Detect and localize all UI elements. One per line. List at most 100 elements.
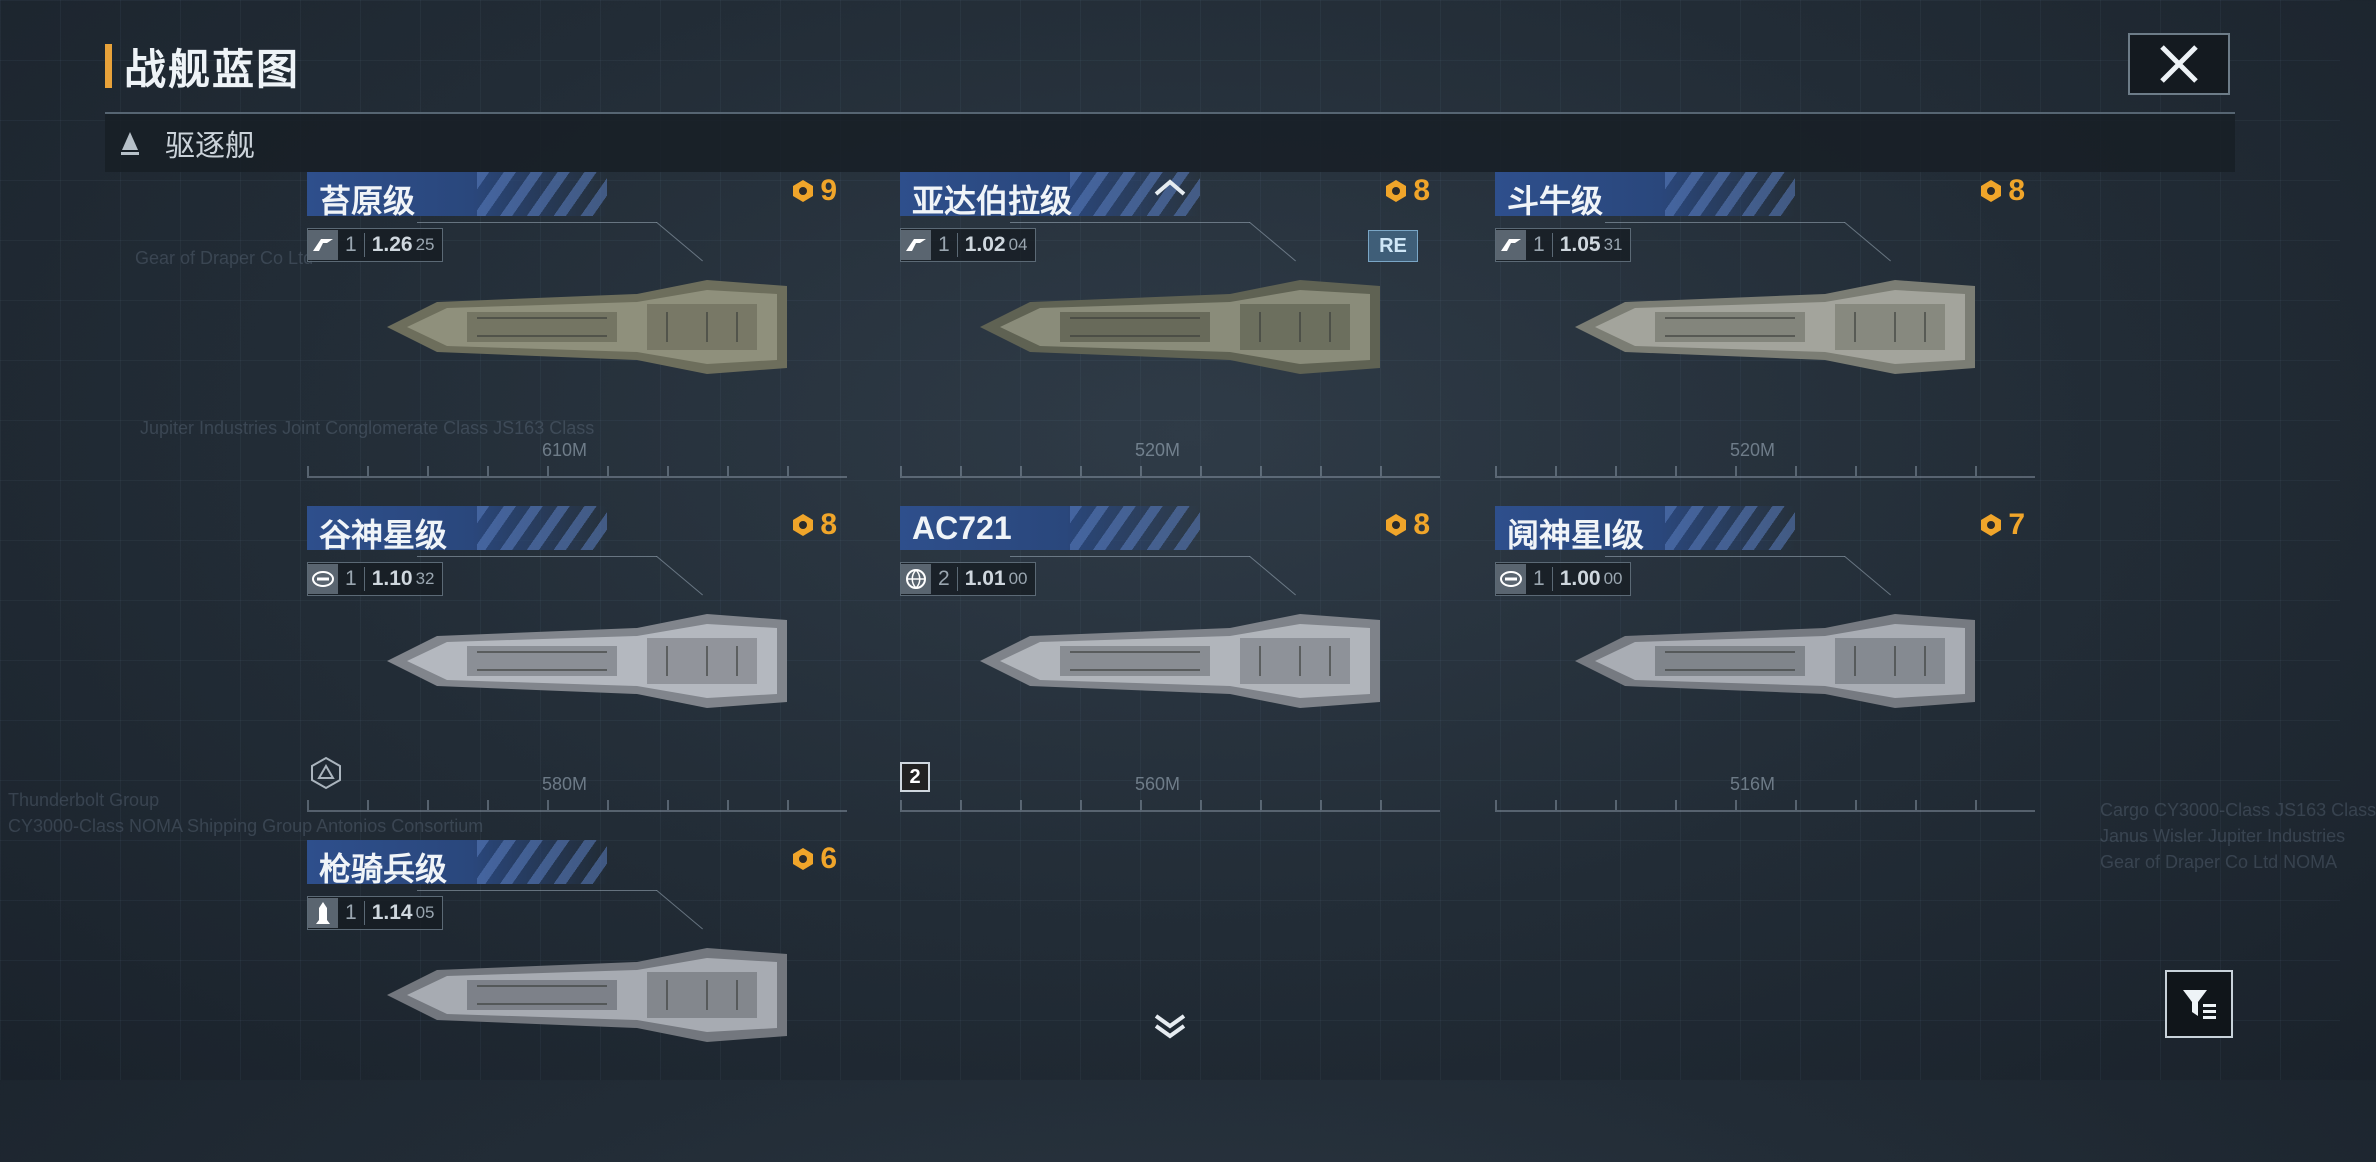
ship-name-bar — [1495, 172, 1795, 216]
length-ruler — [1495, 798, 2035, 812]
ship-cost-value: 8 — [1413, 174, 1430, 207]
leader-line — [417, 556, 657, 557]
ship-tier: 2 — [931, 567, 958, 591]
ship-stat-sub: 31 — [1603, 235, 1623, 254]
ship-cost-value: 7 — [2008, 508, 2025, 541]
header-divider — [105, 112, 2235, 114]
ship-name-bar — [1495, 506, 1795, 550]
leader-line — [417, 222, 657, 223]
ship-card[interactable]: 斗牛级 8 1 1.05 31 520M — [1495, 172, 2035, 494]
bg-text: Gear of Draper Co Ltd NOMA — [2100, 852, 2338, 872]
ship-tier: 1 — [1526, 233, 1553, 257]
leader-line — [1605, 556, 1845, 557]
ship-card[interactable]: 亚达伯拉级 8 1 1.02 04 520M RE — [900, 172, 1440, 494]
ship-tier: 1 — [338, 901, 365, 925]
ship-name-bar — [307, 506, 607, 550]
ship-blueprint-image — [387, 948, 787, 1042]
page-header: 战舰蓝图 — [105, 38, 300, 94]
strike-icon — [1496, 230, 1526, 260]
ship-stat-sub: 04 — [1008, 235, 1028, 254]
strike-icon — [308, 230, 338, 260]
anti-air-icon — [308, 564, 338, 594]
bg-text: Janus Wisler Jupiter Industries — [2100, 826, 2346, 846]
bg-text: Gear of Draper Co Ltd — [135, 248, 314, 268]
ship-name-bar — [900, 172, 1200, 216]
ship-card[interactable]: 枪骑兵级 6 1 1.14 05 — [307, 840, 847, 1162]
ship-cost: 7 — [1978, 508, 2025, 542]
ship-cost: 6 — [790, 842, 837, 876]
ship-cost-value: 6 — [820, 842, 837, 875]
ship-stat-main: 1.01 — [964, 567, 1006, 590]
ship-length: 516M — [1730, 774, 1776, 794]
filter-button[interactable] — [2165, 970, 2233, 1038]
ship-stat-main: 1.10 — [371, 567, 413, 590]
close-button[interactable] — [2128, 33, 2230, 95]
ship-card[interactable]: AC721 8 2 1.01 00 560M 2 — [900, 506, 1440, 828]
ship-tier: 1 — [1526, 567, 1553, 591]
command-point-icon — [1386, 514, 1407, 536]
ship-length: 610M — [542, 440, 588, 460]
leader-line — [1010, 556, 1250, 557]
ship-stat-sub: 00 — [1008, 569, 1028, 588]
ship-card[interactable]: 谷神星级 8 1 1.10 32 580M — [307, 506, 847, 828]
ship-stat-main: 1.02 — [964, 233, 1006, 256]
ship-stats: 2 1.01 00 — [900, 562, 1037, 596]
ship-stat-main: 1.05 — [1559, 233, 1601, 256]
bg-text: Thunderbolt Group — [8, 790, 160, 810]
ship-stats: 1 1.02 04 — [900, 228, 1037, 262]
leader-line — [1010, 222, 1250, 223]
anti-air-hex-icon — [311, 756, 341, 790]
ship-stat-sub: 00 — [1603, 569, 1623, 588]
ship-length: 520M — [1730, 440, 1776, 460]
ship-length: 580M — [542, 774, 588, 794]
leader-line — [1605, 222, 1845, 223]
ship-stats: 1 1.14 05 — [307, 896, 444, 930]
length-ruler — [307, 464, 847, 478]
title-accent-bar — [105, 44, 112, 88]
ship-name: 苔原级 — [319, 183, 416, 219]
ship-cost: 8 — [1383, 174, 1430, 208]
bg-text: Jupiter Industries Joint Conglomerate Cl… — [140, 418, 595, 438]
ship-card[interactable]: 苔原级 9 1 1.26 25 610M — [307, 172, 847, 494]
ship-cost: 9 — [790, 174, 837, 208]
ship-stats: 1 1.00 00 — [1495, 562, 1632, 596]
ship-blueprint-image — [387, 280, 787, 374]
bg-text: Cargo CY3000-Class JS163 Class — [2100, 800, 2376, 820]
ship-card[interactable]: 阋神星I级 7 1 1.00 00 516M — [1495, 506, 2035, 828]
ship-blueprint-image — [980, 614, 1380, 708]
category-label: 驱逐舰 — [165, 130, 255, 163]
ship-length: 560M — [1135, 774, 1181, 794]
bg-text: CY3000-Class NOMA Shipping Group Antonio… — [8, 816, 484, 836]
ship-name: AC721 — [912, 510, 1012, 546]
scroll-down-icon[interactable] — [1150, 1012, 1190, 1040]
ship-stat-main: 1.14 — [371, 901, 413, 924]
leader-line — [417, 890, 657, 891]
ship-name-bar — [900, 506, 1200, 550]
ship-tier: 1 — [338, 233, 365, 257]
ship-name: 枪骑兵级 — [319, 851, 448, 887]
command-point-icon — [793, 180, 814, 202]
ship-stat-main: 1.26 — [371, 233, 413, 256]
ship-length: 520M — [1135, 440, 1181, 460]
command-point-icon — [1981, 514, 2002, 536]
ship-name: 谷神星级 — [319, 517, 448, 553]
ship-cost-value: 8 — [2008, 174, 2025, 207]
ship-stat-sub: 25 — [415, 235, 435, 254]
ship-stats: 1 1.05 31 — [1495, 228, 1632, 262]
ship-blueprint-image — [1575, 614, 1975, 708]
scroll-up-icon[interactable] — [1150, 176, 1190, 200]
ship-name: 阋神星I级 — [1507, 517, 1644, 553]
ship-cost-value: 9 — [820, 174, 837, 207]
missile-icon — [308, 898, 338, 928]
ship-cost: 8 — [1383, 508, 1430, 542]
length-ruler — [900, 798, 1440, 812]
ship-stats: 1 1.10 32 — [307, 562, 444, 596]
command-point-icon — [793, 848, 814, 870]
category-bar[interactable]: 驱逐舰 — [105, 114, 2235, 172]
anti-air-icon — [1496, 564, 1526, 594]
length-ruler — [1495, 464, 2035, 478]
corner-tag: 2 — [900, 762, 930, 792]
ship-blueprint-image — [1575, 280, 1975, 374]
destroyer-class-icon — [121, 132, 139, 155]
ship-stat-sub: 05 — [415, 903, 435, 922]
